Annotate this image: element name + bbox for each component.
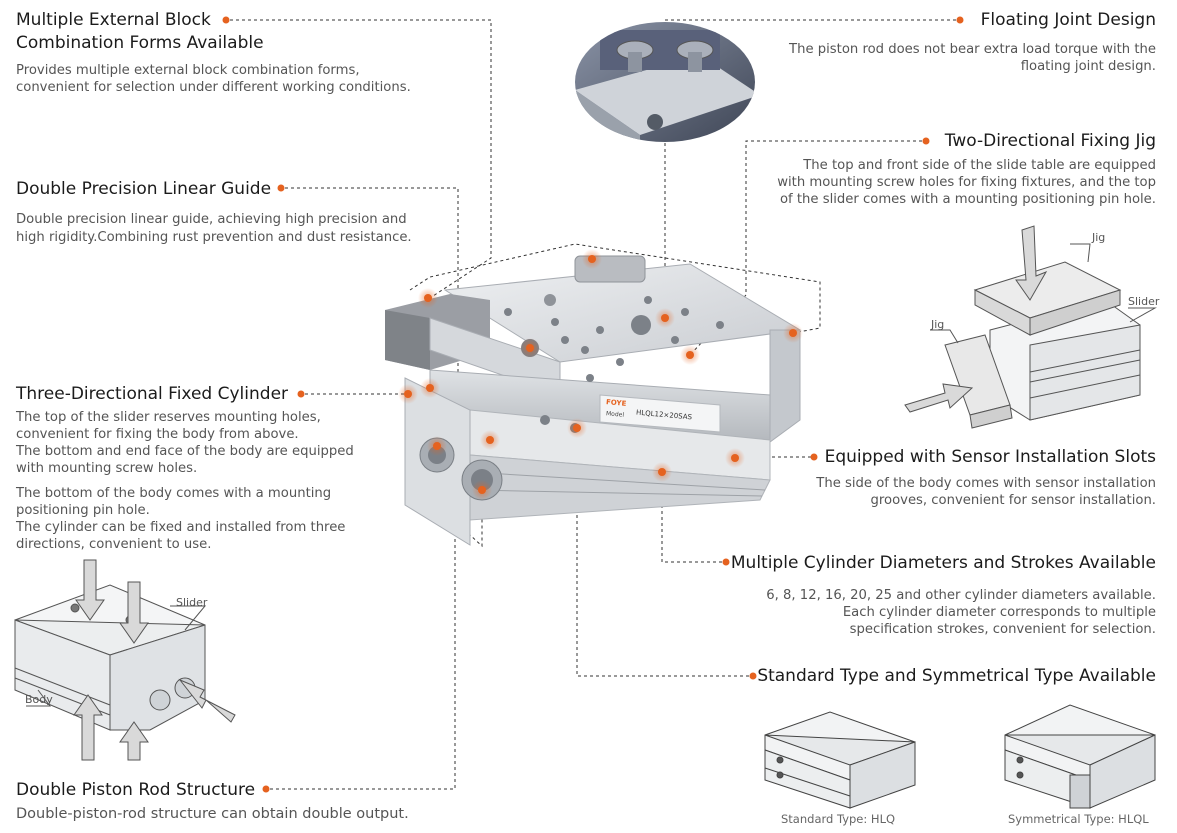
leader-two-dir bbox=[689, 140, 922, 356]
three-dir-desc-7: directions, convenient to use. bbox=[16, 537, 212, 552]
three-dir-desc-0: The top of the slider reserves mounting … bbox=[16, 410, 321, 425]
three-dir-desc-3: with mounting screw holes. bbox=[16, 461, 198, 476]
double-piston-title: Double Piston Rod Structure bbox=[16, 780, 256, 800]
two-dir-title: Two-Directional Fixing Jig bbox=[944, 131, 1156, 151]
diameters-desc-2: Each cylinder diameter corresponds to mu… bbox=[842, 605, 1156, 620]
leader-double-piston bbox=[270, 500, 456, 790]
two-dir-desc-2: with mounting screw holes for fixing fix… bbox=[777, 175, 1156, 190]
linear-guide-desc-2: high rigidity.Combining rust prevention … bbox=[16, 230, 412, 245]
floating-joint-desc-2: floating joint design. bbox=[1020, 59, 1156, 74]
leader-frame-a bbox=[409, 243, 821, 334]
symmetrical-type-caption: Symmetrical Type: HLQL bbox=[1008, 812, 1149, 826]
slider-right-label: Slider bbox=[1128, 295, 1160, 308]
standard-type-image bbox=[764, 711, 916, 809]
types-title: Standard Type and Symmetrical Type Avail… bbox=[757, 666, 1156, 686]
multi-block-title-2: Combination Forms Available bbox=[16, 33, 264, 53]
sensor-desc-2: grooves, convenient for sensor installat… bbox=[870, 493, 1157, 508]
standard-type-caption: Standard Type: HLQ bbox=[781, 812, 896, 826]
accent-dots bbox=[222, 16, 964, 793]
sensor-desc-1: The side of the body comes with sensor i… bbox=[816, 476, 1156, 491]
main-product bbox=[385, 255, 802, 546]
multi-block-desc-1: Provides multiple external block combina… bbox=[16, 63, 360, 78]
three-dir-desc-5: positioning pin hole. bbox=[16, 503, 150, 518]
two-dir-desc-1: The top and front side of the slide tabl… bbox=[803, 158, 1156, 173]
double-piston-desc: Double-piston-rod structure can obtain d… bbox=[16, 806, 409, 822]
jig-top-label: Jig bbox=[1092, 231, 1106, 244]
jig-left-label: Jig bbox=[931, 318, 945, 331]
model-label-marking: Model bbox=[605, 410, 625, 419]
floating-joint-title: Floating Joint Design bbox=[980, 10, 1156, 30]
two-dir-desc-3: of the slider comes with a mounting posi… bbox=[779, 192, 1156, 207]
linear-guide-title: Double Precision Linear Guide bbox=[16, 179, 272, 199]
diameters-desc-1: 6, 8, 12, 16, 20, 25 and other cylinder … bbox=[766, 588, 1156, 603]
three-dir-desc-2: The bottom and end face of the body are … bbox=[16, 444, 354, 459]
leader-floating-joint bbox=[664, 19, 956, 318]
diameters-desc-3: specification strokes, convenient for se… bbox=[849, 622, 1156, 637]
brand-marking: FOYE bbox=[605, 398, 627, 408]
diameters-title: Multiple Cylinder Diameters and Strokes … bbox=[730, 553, 1156, 573]
sensor-title: Equipped with Sensor Installation Slots bbox=[824, 447, 1156, 467]
multi-block-desc-2: convenient for selection under different… bbox=[16, 80, 411, 95]
three-dir-title: Three-Directional Fixed Cylinder bbox=[16, 384, 289, 404]
symmetrical-type-image bbox=[1004, 704, 1156, 809]
three-dir-diagram bbox=[14, 559, 236, 761]
floating-joint-desc-1: The piston rod does not bear extra load … bbox=[789, 42, 1156, 57]
multi-block-title-1: Multiple External Block bbox=[16, 10, 211, 30]
floating-joint-photo bbox=[575, 22, 755, 142]
body-label: Body bbox=[25, 693, 53, 706]
leader-multi-block bbox=[230, 19, 492, 299]
three-dir-desc-1: convenient for fixing the body from abov… bbox=[16, 427, 299, 442]
linear-guide-desc-1: Double precision linear guide, achieving… bbox=[16, 212, 407, 227]
three-dir-desc-6: The cylinder can be fixed and installed … bbox=[16, 520, 346, 535]
three-dir-desc-4: The bottom of the body comes with a moun… bbox=[16, 486, 332, 501]
slider-left-label: Slider bbox=[176, 596, 208, 609]
jig-diagram bbox=[904, 225, 1157, 429]
